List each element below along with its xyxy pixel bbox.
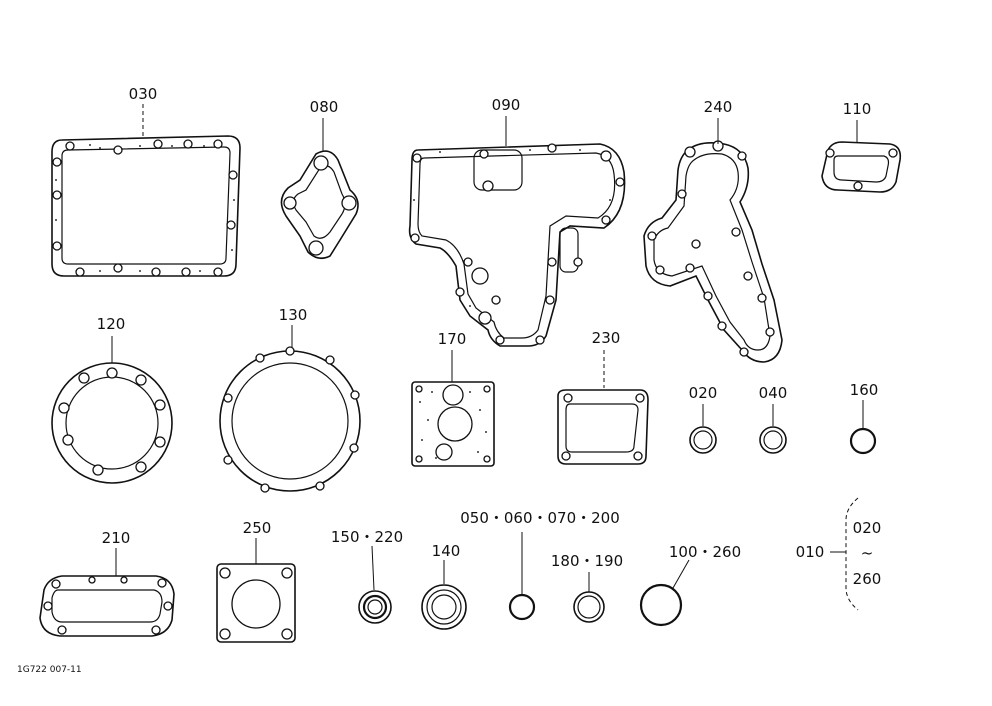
document-code: 1G722 007-11 (17, 665, 82, 675)
label-080: 080 (310, 98, 339, 116)
label-020: 020 (689, 384, 718, 402)
oil-seal-150-220 (358, 545, 392, 624)
label-100-260: 100・260 (669, 543, 741, 561)
ring-020 (689, 404, 717, 454)
o-ring-160 (849, 400, 877, 455)
ring-180-190 (573, 572, 605, 623)
label-set-to: 260 (853, 570, 882, 588)
gasket-120 (51, 336, 173, 484)
label-210: 210 (102, 529, 131, 547)
gasket-080 (280, 118, 359, 260)
label-250: 250 (243, 519, 272, 537)
label-050-060-070-200: 050・060・070・200 (460, 509, 620, 527)
gasket-210 (39, 548, 175, 637)
gasket-170 (411, 350, 495, 467)
label-150-220: 150・220 (331, 528, 403, 546)
label-set-tilde: ~ (861, 544, 874, 562)
label-180-190: 180・190 (551, 552, 623, 570)
label-140: 140 (432, 542, 461, 560)
label-090: 090 (492, 96, 521, 114)
gasket-110 (821, 120, 902, 193)
label-130: 130 (279, 306, 308, 324)
gasket-090 (408, 116, 626, 347)
o-ring-100-260 (639, 559, 690, 627)
set-bracket-010 (830, 497, 859, 611)
o-ring-050-060-070-200 (508, 532, 536, 621)
gasket-030 (51, 104, 241, 277)
label-set-from: 020 (853, 519, 882, 537)
label-set-010: 010 (796, 543, 825, 561)
label-240: 240 (704, 98, 733, 116)
gasket-240 (643, 118, 783, 363)
gasket-250 (216, 538, 296, 643)
label-160: 160 (850, 381, 879, 399)
label-120: 120 (97, 315, 126, 333)
ring-040 (759, 404, 787, 454)
gasket-230 (557, 350, 649, 465)
label-230: 230 (592, 329, 621, 347)
label-170: 170 (438, 330, 467, 348)
gasket-130 (219, 325, 361, 493)
oil-seal-140 (421, 560, 467, 630)
part-labels: 030 080 090 240 110 120 130 170 230 020 … (17, 85, 881, 675)
label-110: 110 (843, 100, 872, 118)
label-040: 040 (759, 384, 788, 402)
label-030: 030 (129, 85, 158, 103)
